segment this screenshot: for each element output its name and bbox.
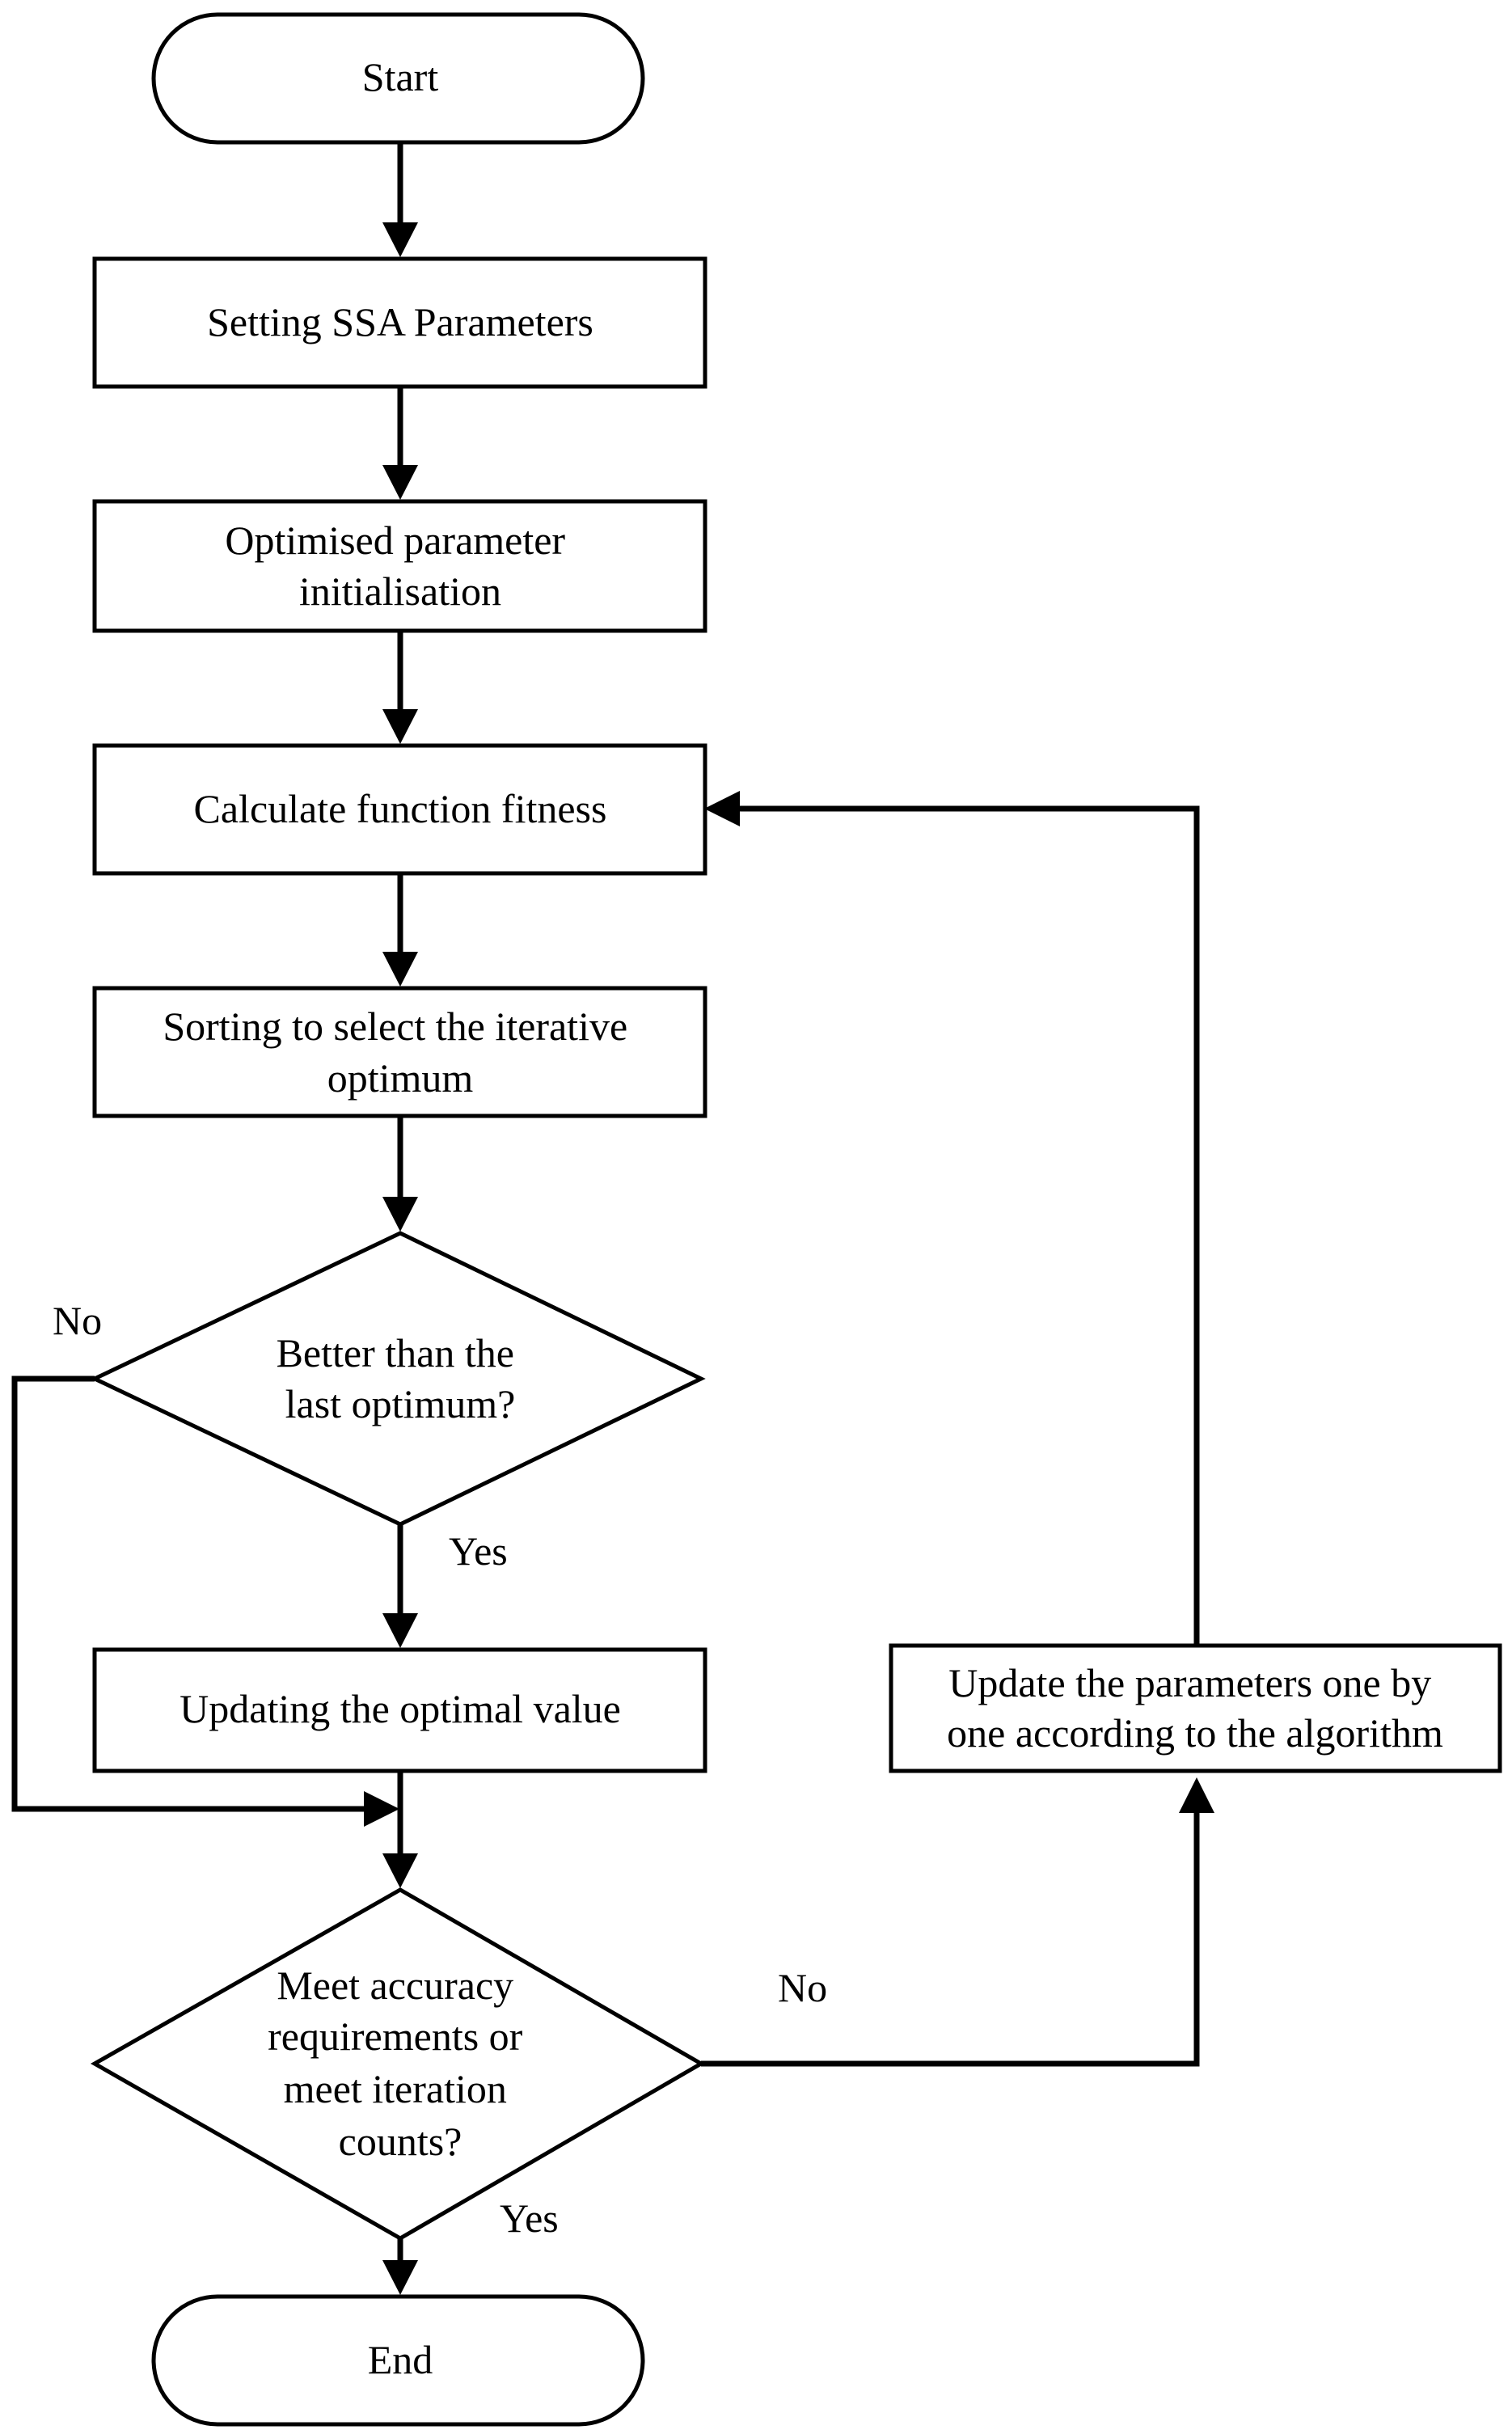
node-calc-fitness-line-1: Calculate function fitness xyxy=(194,786,607,831)
node-better-than-last-text: Better than the last optimum? xyxy=(277,1330,525,1426)
node-meet-accuracy: Meet accuracy requirements or meet itera… xyxy=(90,1887,705,2241)
node-setting-ssa-text: Setting SSA Parameters xyxy=(207,299,593,344)
node-sorting-line-1: Sorting to select the iterative xyxy=(163,1004,627,1049)
process-shape-sorting xyxy=(92,986,707,1118)
node-sorting-text: Sorting to select the iterative optimum xyxy=(163,1004,637,1101)
node-setting-ssa: Setting SSA Parameters xyxy=(92,256,707,389)
arrowhead-update-params-to-calc-fitness xyxy=(704,791,740,826)
node-start-line-1: Start xyxy=(362,54,439,99)
node-update-params-line-2: one according to the algorithm xyxy=(947,1710,1443,1756)
node-init-params-text: Optimised parameter initialisation xyxy=(225,518,575,614)
node-meet-accuracy-line-3: meet iteration xyxy=(284,2066,507,2111)
node-start: Start xyxy=(151,12,645,145)
node-calc-fitness-text: Calculate function fitness xyxy=(194,786,607,831)
node-init-params-line-1: Optimised parameter xyxy=(225,518,565,563)
node-end-line-1: End xyxy=(368,2337,433,2382)
node-update-optimal-line-1: Updating the optimal value xyxy=(179,1686,621,1731)
node-better-than-last-line-1: Better than the xyxy=(277,1330,514,1375)
process-shape-setting-ssa xyxy=(92,256,707,389)
decision-shape-better-than-last xyxy=(90,1231,706,1527)
edges xyxy=(11,144,1214,2295)
node-meet-accuracy-line-4: counts? xyxy=(339,2119,462,2164)
arrowhead-update-optimal-to-meet xyxy=(382,1853,418,1888)
edge-label-better-no: No xyxy=(53,1298,102,1343)
node-better-than-last: Better than the last optimum? xyxy=(90,1231,706,1527)
edge-label-meet-yes: Yes xyxy=(500,2195,559,2241)
node-update-params-text: Update the parameters one by one accordi… xyxy=(947,1660,1443,1756)
edge-better-no-bypass xyxy=(11,1375,368,1812)
node-init-params-line-2: initialisation xyxy=(299,568,501,614)
node-better-than-last-line-2: last optimum? xyxy=(285,1381,516,1426)
arrowhead-sorting-to-better xyxy=(382,1197,418,1232)
process-shape-update-optimal xyxy=(92,1647,707,1773)
edge-label-better-yes: Yes xyxy=(449,1528,508,1574)
node-meet-accuracy-text: Meet accuracy requirements or meet itera… xyxy=(268,1963,533,2164)
process-shape-calc-fitness xyxy=(92,743,707,876)
node-start-text: Start xyxy=(362,54,439,99)
node-sorting-line-2: optimum xyxy=(327,1055,474,1101)
process-shape-init-params xyxy=(92,499,707,633)
node-end: End xyxy=(151,2294,645,2427)
arrowhead-meet-to-update-params xyxy=(1179,1777,1214,1813)
node-meet-accuracy-line-1: Meet accuracy xyxy=(277,1963,513,2008)
edge-update-params-to-calc-fitness xyxy=(736,805,1200,1644)
arrowhead-init-to-calc-fitness xyxy=(382,709,418,744)
node-meet-accuracy-line-2: requirements or xyxy=(268,2014,523,2059)
arrowhead-start-to-setting-ssa xyxy=(382,222,418,257)
node-update-params: Update the parameters one by one accordi… xyxy=(889,1643,1502,1773)
node-init-params: Optimised parameter initialisation xyxy=(92,499,707,633)
node-update-params-line-1: Update the parameters one by xyxy=(948,1660,1431,1705)
node-end-text: End xyxy=(368,2337,433,2382)
arrowhead-better-to-update-optimal xyxy=(382,1613,418,1648)
arrowhead-calc-fitness-to-sorting xyxy=(382,952,418,987)
process-shape-update-params xyxy=(889,1643,1502,1773)
node-calc-fitness: Calculate function fitness xyxy=(92,743,707,876)
terminal-shape-start xyxy=(151,12,645,145)
edge-labels: No Yes No Yes xyxy=(53,1298,827,2241)
node-update-optimal: Updating the optimal value xyxy=(92,1647,707,1773)
decision-shape-meet-accuracy xyxy=(90,1887,705,2241)
edge-meet-to-update-params xyxy=(701,1809,1200,2067)
edge-label-meet-no: No xyxy=(778,1965,827,2010)
node-sorting: Sorting to select the iterative optimum xyxy=(92,986,707,1118)
node-update-optimal-text: Updating the optimal value xyxy=(179,1686,621,1731)
arrowhead-meet-to-end xyxy=(382,2260,418,2295)
node-setting-ssa-line-1: Setting SSA Parameters xyxy=(207,299,593,344)
terminal-shape-end xyxy=(151,2294,645,2427)
arrowhead-better-no-bypass xyxy=(364,1791,399,1827)
arrowhead-setting-ssa-to-init xyxy=(382,465,418,500)
